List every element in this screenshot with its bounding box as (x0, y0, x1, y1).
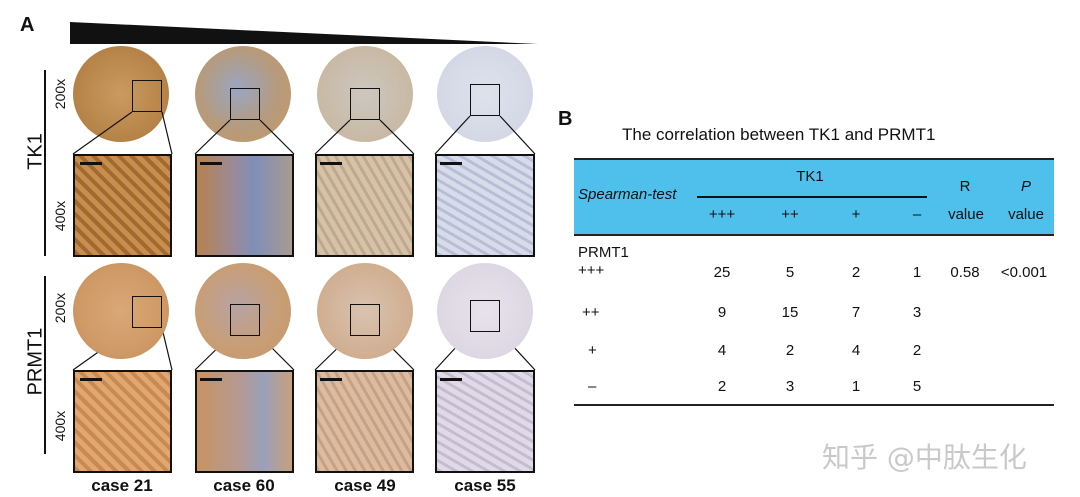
cell-r-value: 0.58 (950, 264, 980, 281)
prmt1-core-case-49 (317, 263, 413, 359)
scale-bar (80, 162, 102, 165)
case-label-49: case 49 (334, 476, 396, 495)
header-tk1-rule (697, 196, 927, 198)
prmt1-magnified-case-21 (73, 370, 172, 473)
header-p-value: value (1008, 206, 1044, 223)
cell: 3 (785, 378, 795, 395)
scale-bar (200, 378, 222, 381)
row-label: +++ (578, 262, 605, 279)
row-label: + (588, 342, 597, 359)
zoom-box (230, 88, 260, 120)
cell: 3 (912, 304, 922, 321)
prmt1-core-case-21 (73, 263, 169, 359)
intensity-gradient-triangle (70, 22, 538, 44)
zoom-box (350, 304, 380, 336)
watermark-text: 知乎 @中肽生化 (822, 441, 1027, 474)
prmt1-core-case-55 (437, 263, 533, 359)
zoom-box (350, 88, 380, 120)
tk1-core-case-49 (317, 46, 413, 142)
cell: 25 (713, 264, 731, 281)
scale-bar (440, 378, 462, 381)
prmt1-magnified-case-60 (195, 370, 294, 473)
header-level-1: +++ (708, 206, 736, 223)
tk1-magnified-case-49 (315, 154, 414, 257)
header-tk1: TK1 (796, 168, 824, 185)
cell: 1 (851, 378, 861, 395)
tk1-core-case-21 (73, 46, 169, 142)
cell: 5 (785, 264, 795, 281)
scale-bar (320, 378, 342, 381)
case-label-60: case 60 (213, 476, 275, 495)
cell: 1 (912, 264, 922, 281)
cell-p-value: <0.001 (1000, 264, 1048, 281)
case-label-55: case 55 (454, 476, 516, 495)
header-spearman-test: Spearman-test (578, 186, 677, 203)
cell: 4 (717, 342, 727, 359)
table-header-rule (574, 234, 1054, 236)
zoom-box (132, 80, 162, 112)
table-bottom-rule (574, 404, 1054, 406)
cell: 15 (781, 304, 799, 321)
cell: 2 (912, 342, 922, 359)
header-r: R (959, 178, 971, 195)
header-level-2: ++ (781, 206, 799, 223)
prmt1-magnified-case-55 (435, 370, 535, 473)
scale-bar (320, 162, 342, 165)
header-level-3: + (851, 206, 861, 223)
zoom-box (230, 304, 260, 336)
table-title: The correlation between TK1 and PRMT1 (622, 125, 936, 144)
panel-b-letter: B (558, 108, 573, 130)
cell: 2 (717, 378, 727, 395)
scale-bar (200, 162, 222, 165)
cell: 9 (717, 304, 727, 321)
tk1-magnified-case-60 (195, 154, 294, 257)
cell: 2 (851, 264, 861, 281)
row-label: – (588, 378, 597, 395)
header-level-4: – (912, 206, 922, 223)
cell: 5 (912, 378, 922, 395)
tk1-magnified-case-21 (73, 154, 172, 257)
group-bracket-prmt1 (44, 276, 46, 454)
header-p: P (1020, 178, 1031, 195)
row-label: ++ (582, 304, 600, 321)
header-r-value: value (948, 206, 984, 223)
zoom-box (470, 300, 500, 332)
tk1-magnified-case-55 (435, 154, 535, 257)
zoom-box (132, 296, 162, 328)
tk1-core-case-60 (195, 46, 291, 142)
group-bracket-tk1 (44, 70, 46, 256)
row-group-prmt1: PRMT1 (578, 244, 629, 261)
cell: 2 (785, 342, 795, 359)
cell: 7 (851, 304, 861, 321)
zoom-box (470, 84, 500, 116)
tk1-core-case-55 (437, 46, 533, 142)
cell: 4 (851, 342, 861, 359)
case-label-21: case 21 (91, 476, 153, 495)
scale-bar (440, 162, 462, 165)
panel-a-letter: A (20, 14, 35, 36)
table-top-rule (574, 158, 1054, 160)
scale-bar (80, 378, 102, 381)
prmt1-magnified-case-49 (315, 370, 414, 473)
prmt1-core-case-60 (195, 263, 291, 359)
